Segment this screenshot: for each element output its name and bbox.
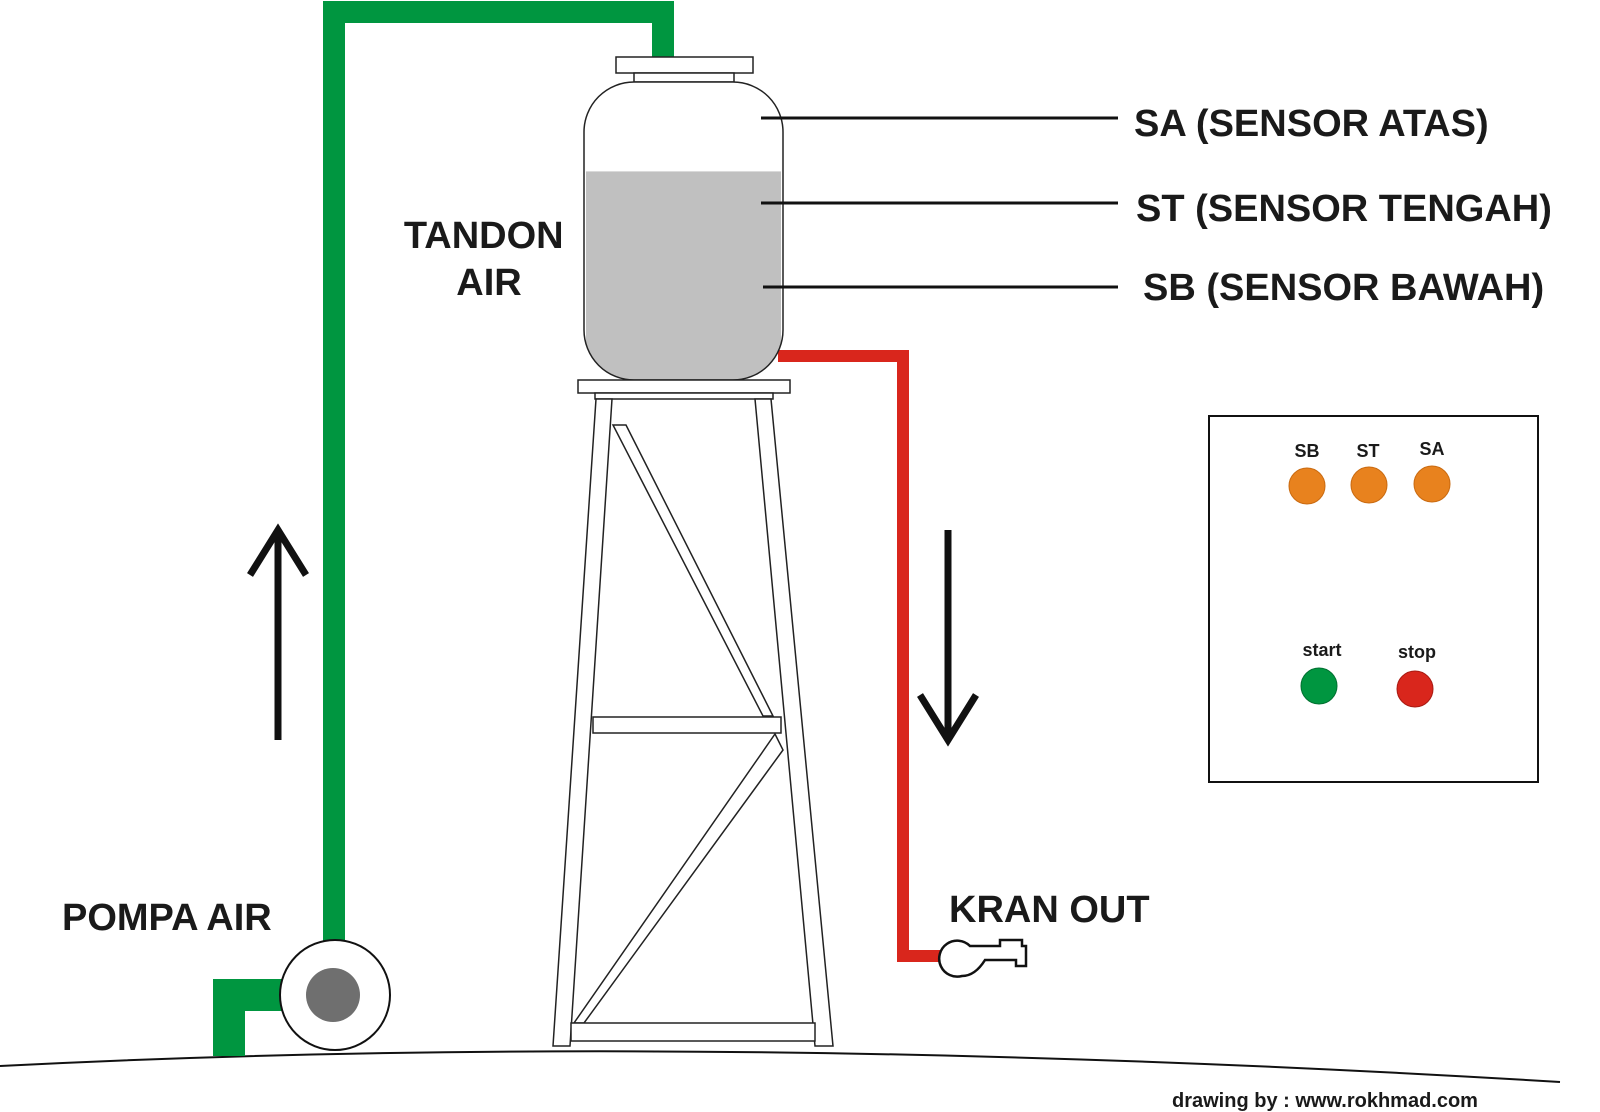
indicator-st-label: ST bbox=[1356, 441, 1379, 461]
control-panel: SB ST SA start stop bbox=[1208, 415, 1539, 783]
tank-label: TANDON AIR bbox=[404, 215, 574, 304]
inlet-pipe bbox=[323, 1, 674, 950]
indicator-st-lamp bbox=[1350, 466, 1388, 504]
stop-label: stop bbox=[1398, 642, 1436, 662]
water-tank bbox=[583, 81, 784, 381]
water-pump bbox=[279, 939, 391, 1051]
tank-neck bbox=[633, 72, 735, 83]
up-arrow-icon bbox=[247, 523, 309, 740]
water-fill bbox=[586, 171, 781, 380]
pump-label: POMPA AIR bbox=[62, 897, 272, 939]
outlet-pipe bbox=[778, 350, 948, 962]
start-label: start bbox=[1302, 640, 1341, 660]
faucet-icon bbox=[937, 938, 1028, 978]
ground-line bbox=[0, 1050, 1561, 1083]
indicator-sa-lamp bbox=[1413, 465, 1451, 503]
indicator-sb-lamp bbox=[1288, 467, 1326, 505]
pump-core bbox=[306, 968, 360, 1022]
sensor-mid-label: ST (SENSOR TENGAH) bbox=[1136, 188, 1552, 230]
down-arrow-icon bbox=[917, 530, 979, 747]
tank-lid bbox=[615, 56, 754, 74]
indicator-sb-label: SB bbox=[1294, 441, 1319, 461]
pump-inlet-pipe bbox=[213, 979, 285, 1056]
tank-tower bbox=[552, 379, 834, 1047]
sensor-bottom-label: SB (SENSOR BAWAH) bbox=[1143, 267, 1544, 309]
indicator-sa-label: SA bbox=[1419, 439, 1444, 459]
sensor-top-label: SA (SENSOR ATAS) bbox=[1134, 103, 1489, 145]
stop-button[interactable] bbox=[1396, 670, 1434, 708]
start-button[interactable] bbox=[1300, 667, 1338, 705]
faucet-label: KRAN OUT bbox=[949, 889, 1150, 931]
credit-text: drawing by : www.rokhmad.com bbox=[1172, 1090, 1478, 1112]
